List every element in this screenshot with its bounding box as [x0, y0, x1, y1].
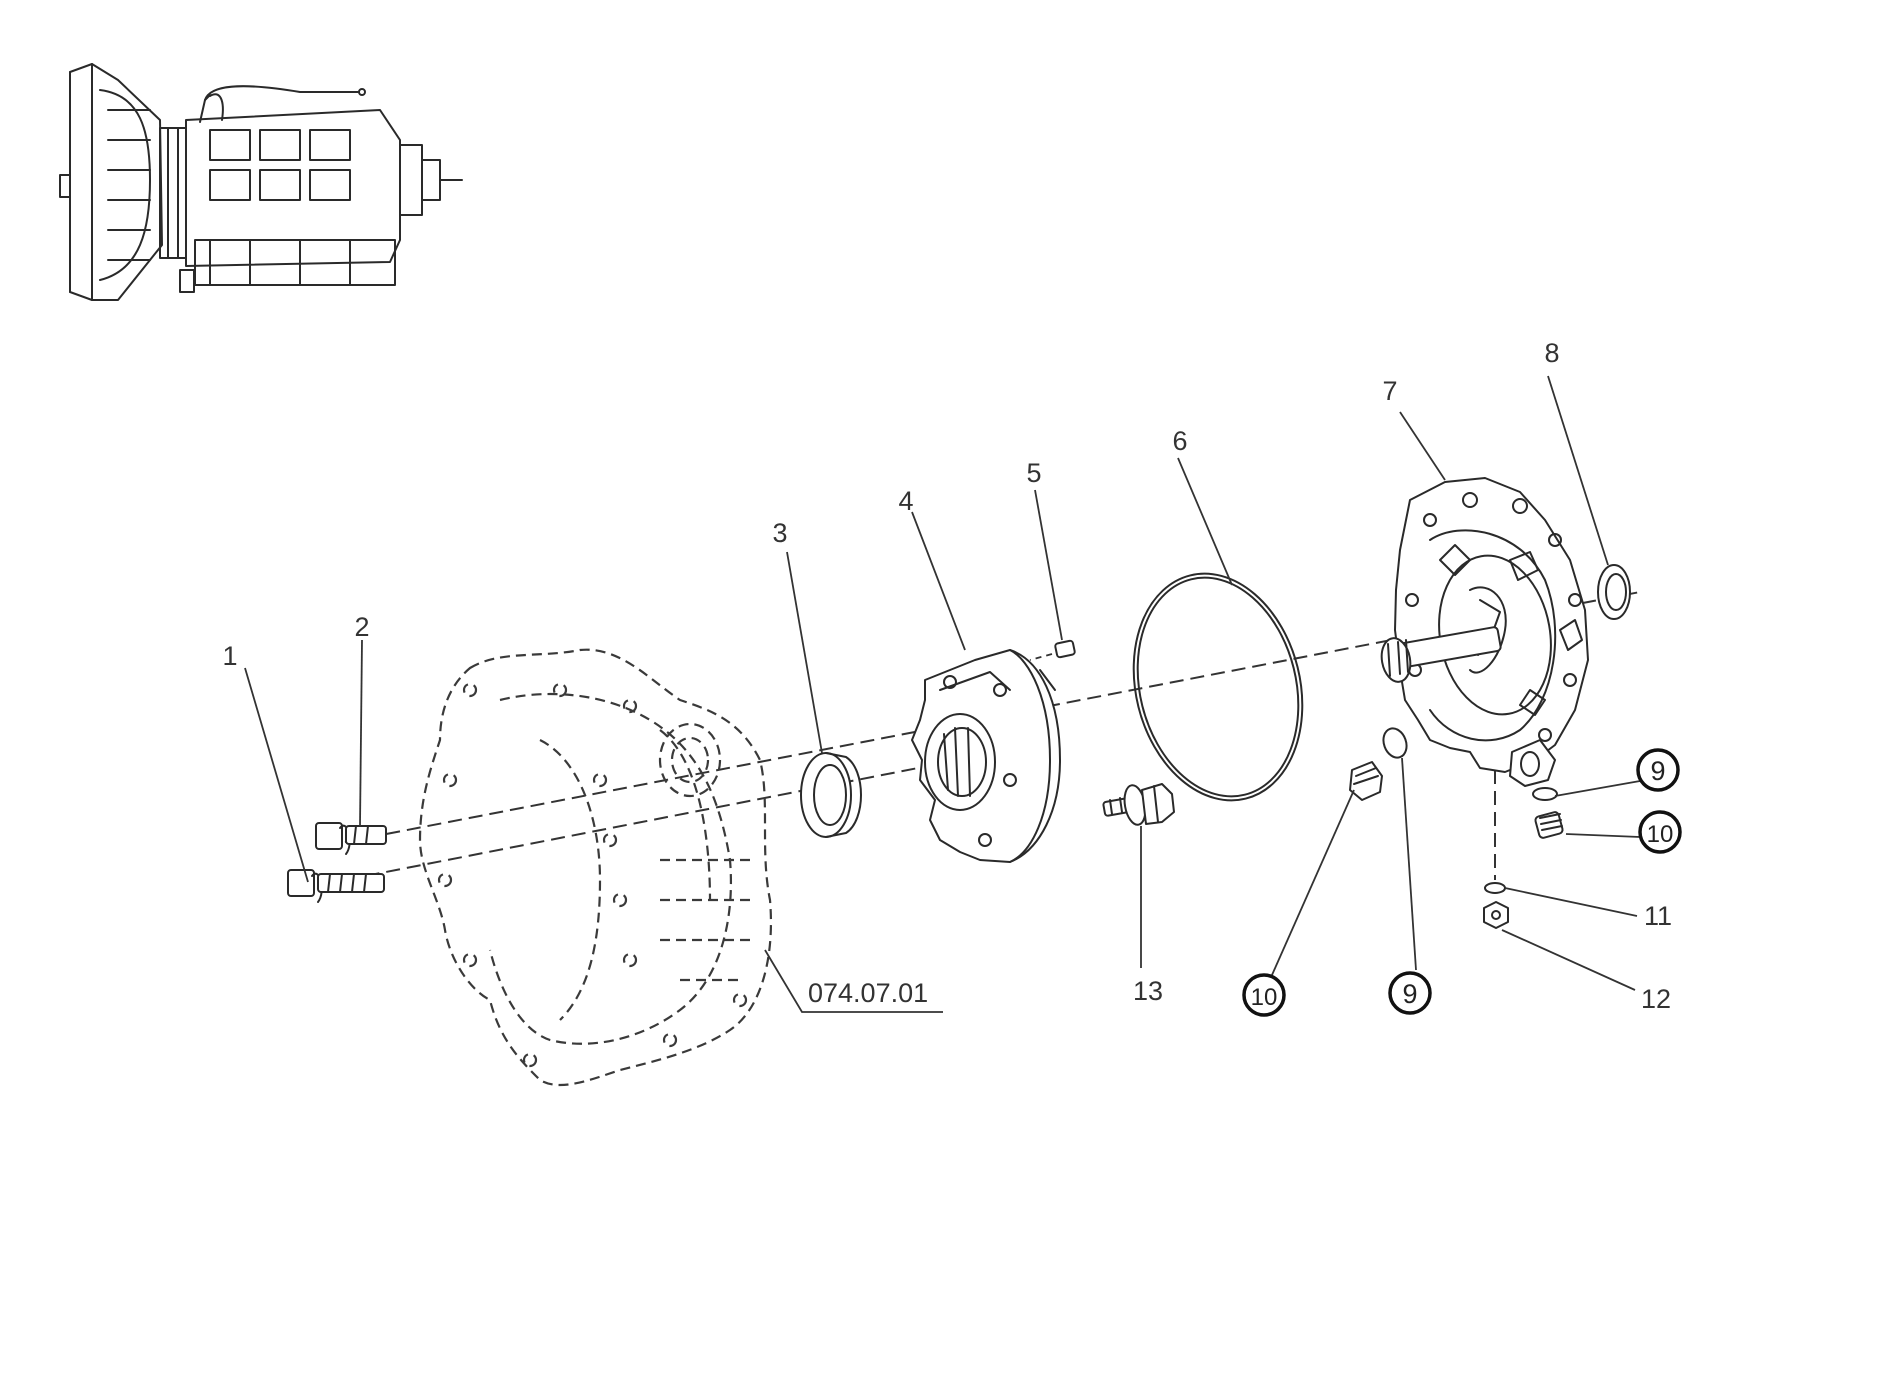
- callout-13: 13: [1133, 976, 1163, 1006]
- o-ring-part-6-inner: [1136, 576, 1300, 798]
- plug-part-12: [1483, 901, 1509, 929]
- callout-9-left-badge: 9: [1388, 971, 1432, 1015]
- callout-4: 4: [898, 486, 913, 516]
- gearbox-overview-thumbnail: [59, 63, 463, 301]
- bolt-part-13: [1102, 783, 1175, 826]
- oil-pump-body-part-4: [911, 649, 1061, 863]
- pump-cover-part-7: [1380, 477, 1589, 787]
- callout-6: 6: [1172, 426, 1187, 456]
- housing-reference-code: 074.07.01: [808, 978, 928, 1008]
- callout-3: 3: [772, 518, 787, 548]
- callout-2: 2: [354, 612, 369, 642]
- plug-part-10-left: [1349, 761, 1383, 801]
- callout-5: 5: [1026, 458, 1041, 488]
- o-ring-part-6: [1132, 572, 1304, 802]
- callout-10-right: 10: [1647, 821, 1674, 848]
- o-ring-part-9-left: [1382, 727, 1408, 759]
- callout-11: 11: [1644, 901, 1672, 931]
- o-ring-part-11: [1484, 882, 1506, 894]
- leader-lines: [244, 375, 1641, 1013]
- plug-part-10-right: [1534, 811, 1564, 839]
- bolt-part-1: [287, 869, 385, 903]
- transmission-housing-ghost: [418, 648, 773, 1087]
- callout-12: 12: [1641, 984, 1671, 1014]
- callout-10-left: 10: [1251, 984, 1278, 1011]
- callout-7: 7: [1382, 376, 1397, 406]
- callout-1: 1: [222, 641, 237, 671]
- callout-10-left-badge: 10: [1242, 973, 1286, 1017]
- callout-9-right-badge: 9: [1636, 748, 1680, 792]
- callout-8: 8: [1544, 338, 1559, 368]
- thrust-washer-part-8: [1597, 564, 1631, 620]
- callout-9-left: 9: [1402, 979, 1417, 1009]
- callout-9-right: 9: [1650, 756, 1665, 786]
- bolt-part-2: [315, 822, 387, 855]
- callout-10-right-badge: 10: [1638, 810, 1682, 854]
- o-ring-part-9-right: [1532, 787, 1558, 801]
- dowel-pin-part-5: [1029, 639, 1076, 661]
- shaft-seal-part-3: [800, 752, 862, 838]
- assembly-axis-lower: [344, 751, 1001, 881]
